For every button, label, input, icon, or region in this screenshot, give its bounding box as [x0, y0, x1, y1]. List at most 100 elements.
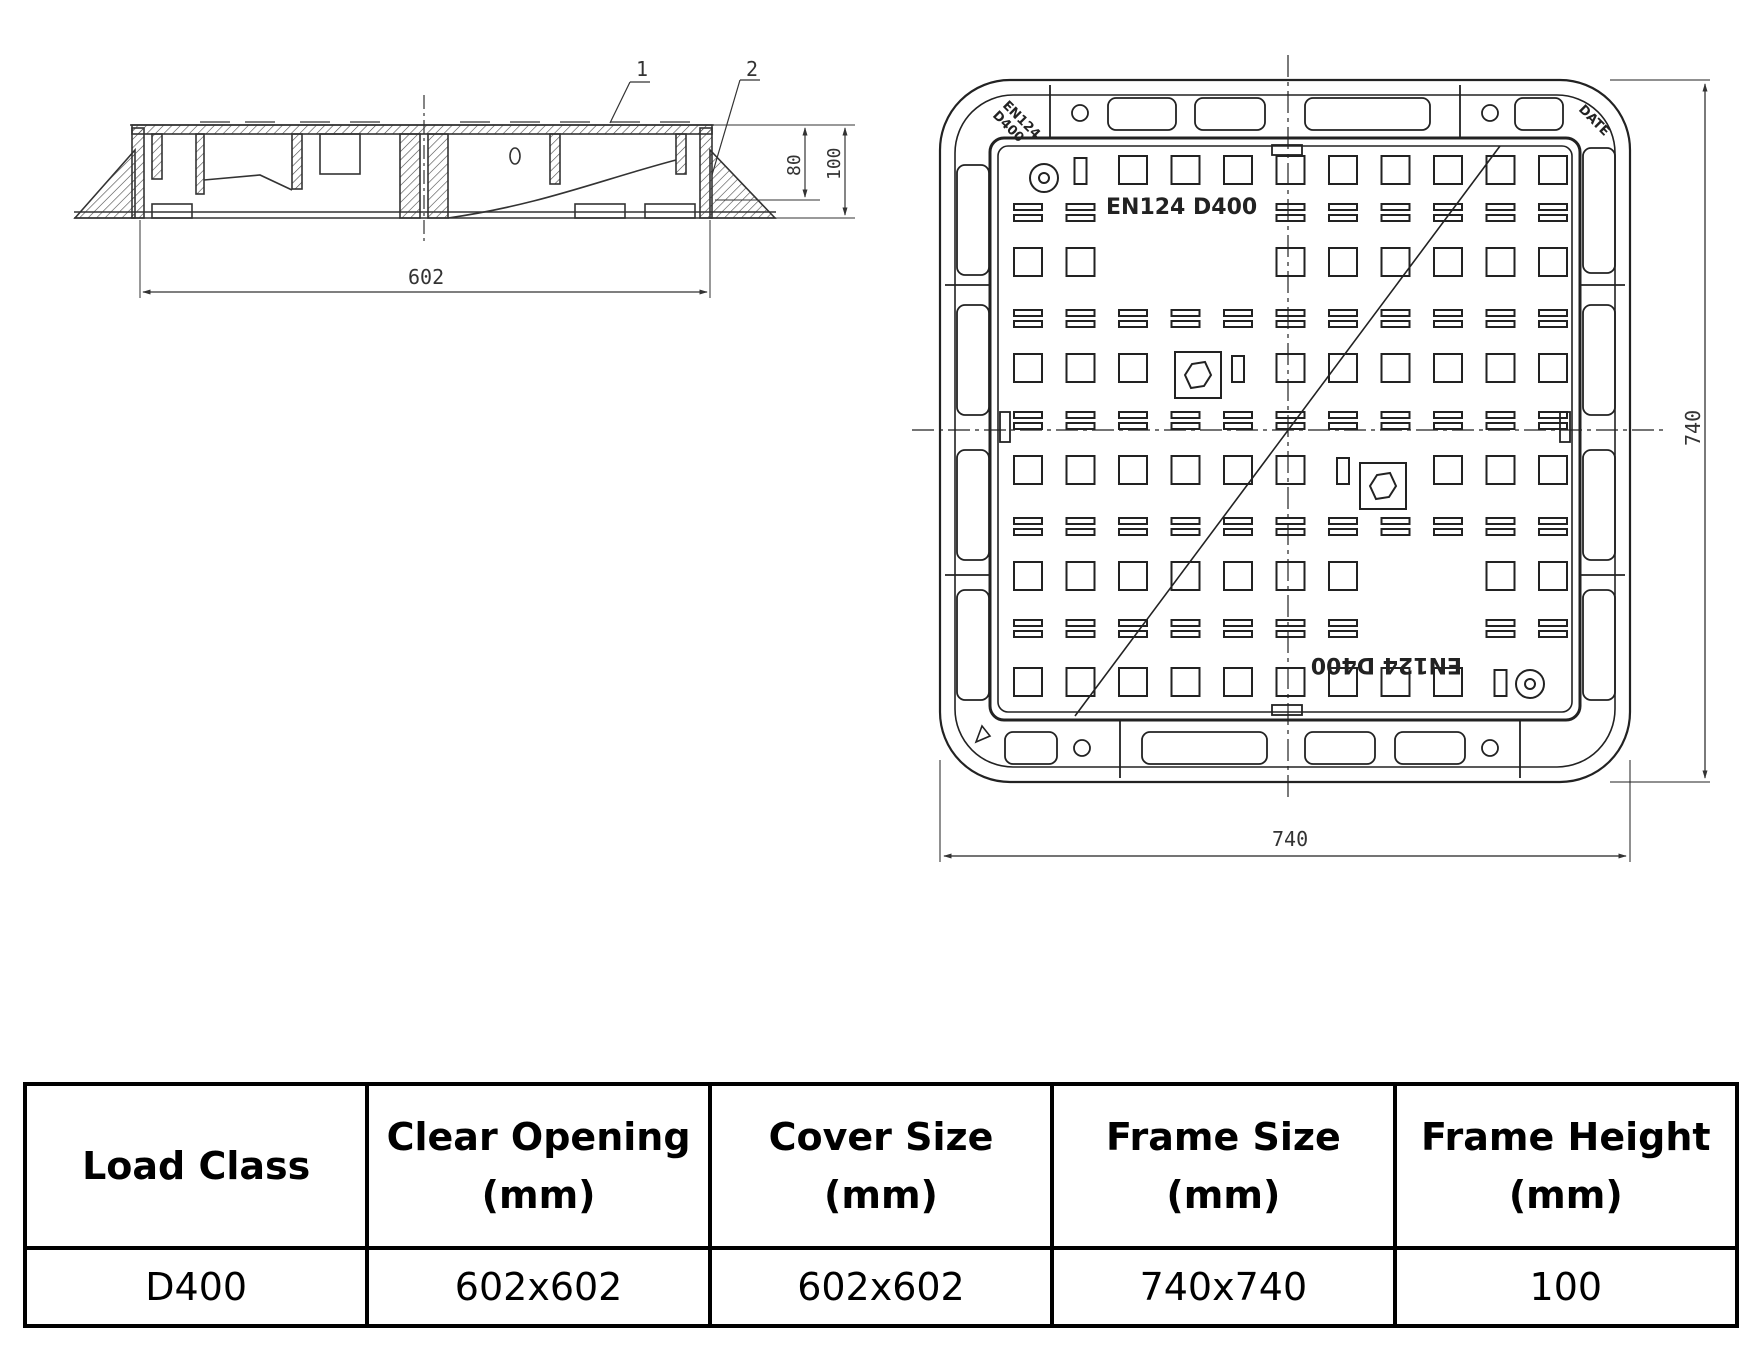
- cover-pattern-cell: [1223, 517, 1253, 525]
- cell-cover-size: 602x602: [707, 1246, 1055, 1328]
- spec-table-header-row: Load Class Clear Opening(mm) Cover Size(…: [22, 1082, 1740, 1250]
- cover-pattern-cell: [1380, 309, 1411, 317]
- cover-pattern-cell: [1328, 203, 1358, 211]
- cover-pattern-cell: [1170, 455, 1201, 485]
- cover-pattern-cell: [1485, 561, 1516, 591]
- cover-pattern-cell: [1275, 155, 1306, 185]
- cover-pattern-cell: [1170, 619, 1201, 627]
- cover-pattern-cell: [1538, 247, 1568, 277]
- cover-pattern-cell: [1538, 561, 1568, 591]
- cover-pattern-cell: [1485, 214, 1516, 222]
- cover-pattern-cell: [1328, 619, 1358, 627]
- cover-pattern-cell: [1013, 203, 1043, 211]
- header-load-class-label: Load Class: [82, 1144, 311, 1188]
- cover-pattern-cell: [1380, 247, 1411, 277]
- cover-pattern-cell: [1065, 561, 1096, 591]
- cover-pattern-cell: [1170, 528, 1201, 536]
- cover-pattern-cell: [1328, 630, 1358, 638]
- cover-pattern-cell: [1485, 203, 1516, 211]
- cover-pattern-cell: [1433, 155, 1463, 185]
- dim-height-total: 100: [824, 147, 845, 180]
- dim-width-section: 602: [408, 265, 444, 289]
- cover-pattern-cell: [1118, 155, 1148, 185]
- cover-pattern-cell: [1328, 528, 1358, 536]
- cover-pattern-cell: [1493, 669, 1508, 697]
- cover-pattern-cell: [1013, 619, 1043, 627]
- cover-pattern-cell: [1013, 517, 1043, 525]
- cover-pattern-cell: [1170, 561, 1201, 591]
- cover-pattern-cell: [1118, 528, 1148, 536]
- cover-pattern-cell: [1485, 528, 1516, 536]
- cover-pattern-cell: [1170, 422, 1201, 430]
- cover-pattern-cell: [1275, 422, 1306, 430]
- cover-pattern-cell: [1065, 517, 1096, 525]
- cover-pattern-cell: [1328, 411, 1358, 419]
- header-cover-size-unit: (mm): [824, 1173, 938, 1217]
- cover-pattern-cell: [1170, 309, 1201, 317]
- cover-pattern-cell: [1170, 630, 1201, 638]
- cover-pattern-cell: [1485, 619, 1516, 627]
- cover-pattern-cell: [1170, 320, 1201, 328]
- cover-pattern-cell: [1275, 411, 1306, 419]
- cover-pattern-cell: [1380, 155, 1411, 185]
- cover-pattern-cell: [1118, 309, 1148, 317]
- cover-pattern-cell: [1380, 353, 1411, 383]
- cover-pattern-cell: [1275, 320, 1306, 328]
- header-clear-opening-label: Clear Opening: [386, 1115, 691, 1159]
- cover-pattern-cell: [1223, 422, 1253, 430]
- cover-pattern-cell: [1118, 422, 1148, 430]
- cover-pattern-cell: [1065, 455, 1096, 485]
- cover-pattern-cell: [1380, 517, 1411, 525]
- cover-pattern-cell: [1433, 309, 1463, 317]
- cell-load-class: D400: [22, 1246, 370, 1328]
- cover-pattern-cell: [1118, 667, 1148, 697]
- cover-pattern-cell: [1538, 214, 1568, 222]
- cover-pattern-cell: [1485, 630, 1516, 638]
- cover-pattern-cell: [1328, 309, 1358, 317]
- cover-pattern-cell: [1013, 667, 1043, 697]
- marking-top: EN124 D400: [1106, 195, 1257, 220]
- cover-pattern-cell: [1328, 247, 1358, 277]
- cover-pattern-cell: [1275, 561, 1306, 591]
- header-load-class: Load Class: [22, 1082, 370, 1250]
- cover-pattern-cell: [1433, 517, 1463, 525]
- cover-pattern-cell: [1223, 630, 1253, 638]
- cover-pattern-cell: [1065, 203, 1096, 211]
- cover-pattern-cell: [1485, 353, 1516, 383]
- cover-pattern-cell: [1223, 411, 1253, 419]
- cover-pattern-cell: [1013, 247, 1043, 277]
- cover-pattern-cell: [1275, 455, 1306, 485]
- cover-pattern-cell: [1538, 203, 1568, 211]
- cover-pattern-cell: [1538, 309, 1568, 317]
- cover-pattern-cell: [1433, 667, 1463, 697]
- header-frame-size: Frame Size(mm): [1050, 1082, 1397, 1250]
- cell-clear-opening: 602x602: [365, 1246, 712, 1328]
- cover-pattern-cell: [1118, 411, 1148, 419]
- cover-pattern-cell: [1170, 411, 1201, 419]
- cover-pattern-cell: [1538, 353, 1568, 383]
- cover-pattern-cell: [1013, 455, 1043, 485]
- cover-pattern-cell: [1065, 422, 1096, 430]
- cover-pattern-cell: [1013, 422, 1043, 430]
- cover-pattern-cell: [1013, 630, 1043, 638]
- dim-height-plan: 740: [1681, 410, 1705, 446]
- cover-pattern-cell: [1328, 353, 1358, 383]
- cover-pattern-cell: [1433, 528, 1463, 536]
- cover-pattern-cell: [1380, 528, 1411, 536]
- cover-pattern-cell: [1328, 320, 1358, 328]
- part-label-2: 2: [746, 57, 758, 81]
- cover-pattern-cell: [1065, 214, 1096, 222]
- cover-pattern-cell: [1065, 309, 1096, 317]
- cover-pattern-cell: [1013, 320, 1043, 328]
- cover-pattern-cell: [1485, 320, 1516, 328]
- cover-pattern-cell: [1538, 455, 1568, 485]
- cover-pattern-cell: [1275, 214, 1306, 222]
- header-frame-height-unit: (mm): [1508, 1173, 1623, 1217]
- cover-pattern-cell: [1485, 155, 1516, 185]
- header-frame-height-label: Frame Height: [1421, 1115, 1711, 1159]
- plan-view: [912, 55, 1710, 862]
- cover-pattern-cell: [1433, 422, 1463, 430]
- cover-pattern-cell: [1170, 667, 1201, 697]
- cover-pattern-cell: [1380, 411, 1411, 419]
- cover-pattern-cell: [1328, 667, 1358, 697]
